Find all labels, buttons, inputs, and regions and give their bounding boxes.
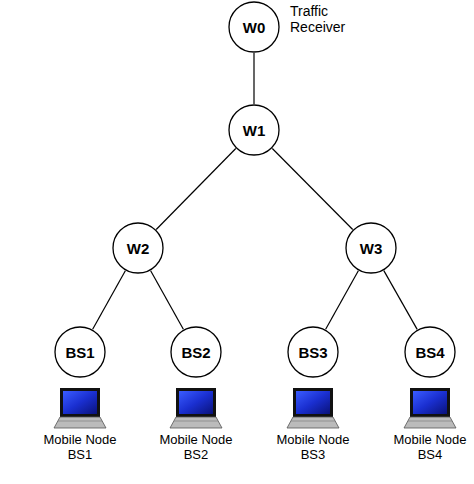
device-label: Mobile Node BS3 (265, 432, 361, 462)
network-node-circle: W1 (228, 104, 280, 156)
network-node-circle: BS3 (287, 326, 339, 378)
node-name: W3 (360, 240, 383, 257)
network-node-circle: BS2 (170, 326, 222, 378)
node-name: W1 (243, 122, 266, 139)
network-node-circle: W0Traffic Receiver (228, 1, 280, 53)
laptop-icon (54, 388, 106, 428)
link-line (156, 149, 236, 230)
laptop-icon (404, 388, 456, 428)
device-label: Mobile Node BS1 (32, 432, 128, 462)
node-name: BS1 (65, 344, 94, 361)
network-node-circle: BS4 (404, 326, 456, 378)
network-node-circle: W3 (345, 222, 397, 274)
network-node-circle: BS1 (54, 326, 106, 378)
link-line (326, 271, 359, 330)
laptop-icon (170, 388, 222, 428)
node-name: BS2 (181, 344, 210, 361)
node-name: W0 (243, 19, 266, 36)
network-node-circle: W2 (112, 222, 164, 274)
node-name: W2 (127, 240, 150, 257)
link-line (254, 53, 255, 104)
link-line (384, 271, 417, 330)
link-line (151, 271, 184, 330)
node-name: BS3 (298, 344, 327, 361)
node-name: BS4 (415, 344, 444, 361)
link-line (93, 271, 126, 330)
node-caption: Traffic Receiver (290, 3, 370, 35)
device-label: Mobile Node BS4 (382, 432, 474, 462)
laptop-icon (287, 388, 339, 428)
link-line (272, 148, 352, 229)
device-label: Mobile Node BS2 (148, 432, 244, 462)
